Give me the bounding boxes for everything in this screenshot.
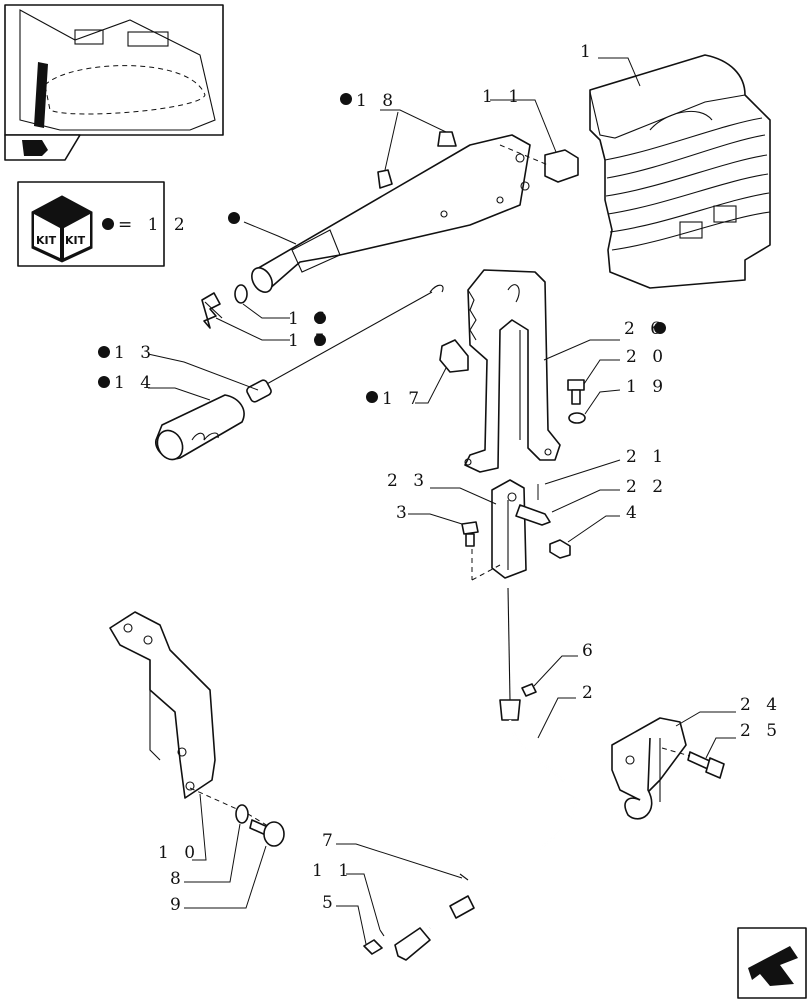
- part-cap-18[interactable]: [377, 131, 457, 189]
- callout-14: 1 4: [114, 373, 156, 393]
- part-bolt-25[interactable]: [687, 751, 725, 779]
- callout-26: 2 6: [624, 319, 666, 339]
- callout-20: 2 0: [626, 347, 668, 367]
- callout-10: 1 0: [158, 843, 200, 863]
- part-bolt-9[interactable]: [249, 819, 285, 847]
- callout-6: 6: [582, 641, 598, 661]
- bullet-dot: [102, 218, 114, 230]
- part-washer-16[interactable]: [234, 284, 248, 304]
- callout-21: 2 1: [626, 447, 668, 467]
- part-lever-arm[interactable]: [248, 134, 531, 296]
- kit-legend-box: KIT KIT = 1 2: [17, 181, 190, 267]
- callout-24: 2 4: [740, 695, 782, 715]
- part-handle-grip-14[interactable]: [153, 394, 245, 464]
- bullet-dot: [314, 334, 326, 346]
- part-plate-17[interactable]: [439, 339, 469, 373]
- bullet-dot: [98, 376, 110, 388]
- bullet-dot: [340, 93, 352, 105]
- callout-4: 4: [626, 503, 642, 523]
- part-screw-3[interactable]: [461, 521, 479, 547]
- callout-22: 2 2: [626, 477, 668, 497]
- bullet-dot: [314, 312, 326, 324]
- callout-18: 1 8: [356, 91, 398, 111]
- callout-11-top: 1 1: [482, 87, 524, 107]
- part-fitting-6[interactable]: [521, 683, 537, 697]
- callout-25: 2 5: [740, 721, 782, 741]
- bullet-dot: [98, 346, 110, 358]
- view-arrow-icon: [22, 140, 48, 156]
- part-pin-22[interactable]: [515, 504, 551, 526]
- part-clevis-23[interactable]: [491, 479, 527, 579]
- callout-23: 2 3: [387, 471, 429, 491]
- lever-highlight-icon: [34, 62, 48, 128]
- part-hook-bracket-24[interactable]: [611, 717, 687, 820]
- part-cable-2[interactable]: [394, 587, 577, 961]
- callout-9: 9: [170, 895, 186, 915]
- bullet-dot: [228, 212, 240, 224]
- part-rod-13[interactable]: [246, 284, 444, 403]
- bullet-dot: [366, 391, 378, 403]
- callout-2: 2: [582, 683, 598, 703]
- part-washer-19[interactable]: [568, 412, 586, 424]
- callout-7: 7: [322, 831, 338, 851]
- callout-3: 3: [396, 503, 412, 523]
- callout-11-bottom: 1 1: [312, 861, 354, 881]
- callout-5: 5: [322, 893, 338, 913]
- part-ratchet-bracket-26[interactable]: [464, 269, 561, 473]
- callout-19: 1 9: [626, 377, 668, 397]
- callout-kit-12: = 1 2: [118, 215, 190, 235]
- callout-8: 8: [170, 869, 186, 889]
- kit-cube-icon: KIT KIT: [31, 195, 93, 263]
- callout-1: 1: [580, 42, 596, 62]
- part-mounting-bracket-10[interactable]: [109, 611, 216, 799]
- kit-word-left: KIT: [36, 234, 57, 247]
- callout-17: 1 7: [382, 389, 424, 409]
- part-bolt-20[interactable]: [567, 379, 585, 405]
- part-rubber-boot[interactable]: [589, 54, 771, 289]
- part-bracket-11[interactable]: [544, 149, 579, 183]
- callout-13: 1 3: [114, 343, 156, 363]
- part-washer-8[interactable]: [235, 804, 249, 824]
- bullet-dot: [654, 322, 666, 334]
- location-thumbnail[interactable]: [4, 4, 224, 161]
- part-nut-4[interactable]: [549, 539, 571, 559]
- kit-word-right: KIT: [65, 234, 86, 247]
- part-spring-15[interactable]: [201, 292, 223, 329]
- part-pin-5[interactable]: [363, 939, 383, 955]
- navigation-arrow-icon[interactable]: [737, 927, 807, 999]
